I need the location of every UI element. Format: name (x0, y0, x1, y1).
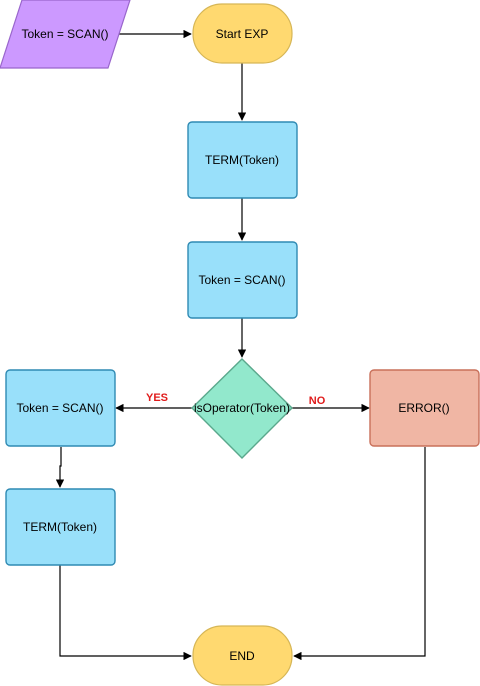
node-scan-input[interactable]: Token = SCAN() (0, 0, 131, 69)
node-scan-left-label: Token = SCAN() (16, 401, 103, 415)
node-term-main[interactable]: TERM(Token) (187, 121, 298, 199)
node-start[interactable]: Start EXP (192, 3, 293, 64)
edge-scan-left-to-term-left (55, 447, 65, 488)
node-end-label: END (229, 649, 255, 663)
node-scan-input-label: Token = SCAN() (21, 27, 108, 41)
edge-term-left-to-end (59, 565, 192, 661)
node-end[interactable]: END (192, 625, 293, 686)
yes-label: YES (146, 392, 168, 404)
node-scan-left[interactable]: Token = SCAN() (5, 369, 116, 447)
node-error-label: ERROR() (398, 401, 449, 415)
node-term-left[interactable]: TERM(Token) (5, 488, 116, 566)
node-scan-main[interactable]: Token = SCAN() (187, 241, 298, 319)
node-scan-main-label: Token = SCAN() (198, 273, 285, 287)
node-term-main-label: TERM(Token) (205, 153, 279, 167)
no-label: NO (309, 395, 326, 407)
node-decision[interactable]: isOperator(Token) (191, 358, 293, 459)
node-decision-label: isOperator(Token) (194, 401, 290, 415)
node-error[interactable]: ERROR() (369, 369, 480, 447)
edge-error-to-end (293, 447, 426, 661)
node-start-label: Start EXP (216, 27, 269, 41)
edges (55, 29, 426, 661)
node-term-left-label: TERM(Token) (23, 520, 97, 534)
